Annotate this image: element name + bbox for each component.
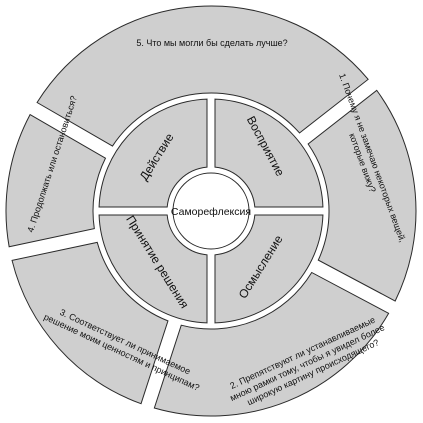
outer-segment-q4 [5,113,107,248]
inner-segment-decision [98,214,208,324]
center-label: Саморефлексия [171,206,251,218]
outer-segment-q1 [307,89,417,302]
inner-segment-perception [214,98,324,208]
question-label-q5: 5. Что мы могли бы сделать лучше? [136,38,287,48]
inner-segment-reflection [214,214,324,324]
outer-segment-q3 [11,241,169,405]
outer-segment-q5 [36,5,369,147]
inner-ring [98,98,324,324]
center-hub [172,172,250,250]
inner-segment-action [98,98,208,208]
question-q5-line-1: 5. Что мы могли бы сделать лучше? [136,38,287,48]
outer-ring [5,5,417,417]
outer-segment-q2 [153,271,390,417]
